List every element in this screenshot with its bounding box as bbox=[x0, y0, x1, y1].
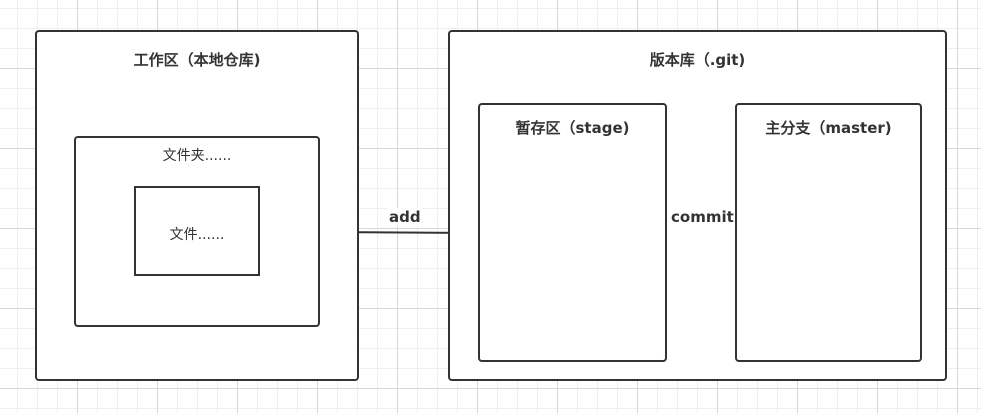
stage-area[interactable]: 暂存区（stage) bbox=[478, 103, 667, 362]
stage-title: 暂存区（stage) bbox=[515, 119, 630, 137]
folder-container[interactable]: 文件夹...... bbox=[74, 136, 320, 327]
file-label: 文件...... bbox=[169, 227, 225, 243]
workspace-title: 工作区（本地仓库) bbox=[133, 51, 261, 69]
master-branch[interactable]: 主分支（master) bbox=[735, 103, 922, 362]
commit-edge-label: commit bbox=[670, 208, 735, 226]
master-title: 主分支（master) bbox=[765, 119, 892, 137]
add-edge-label: add bbox=[388, 208, 422, 226]
repository-title: 版本库（.git) bbox=[649, 51, 746, 69]
file-node[interactable]: 文件...... bbox=[134, 186, 260, 276]
folder-label: 文件夹...... bbox=[162, 148, 232, 164]
